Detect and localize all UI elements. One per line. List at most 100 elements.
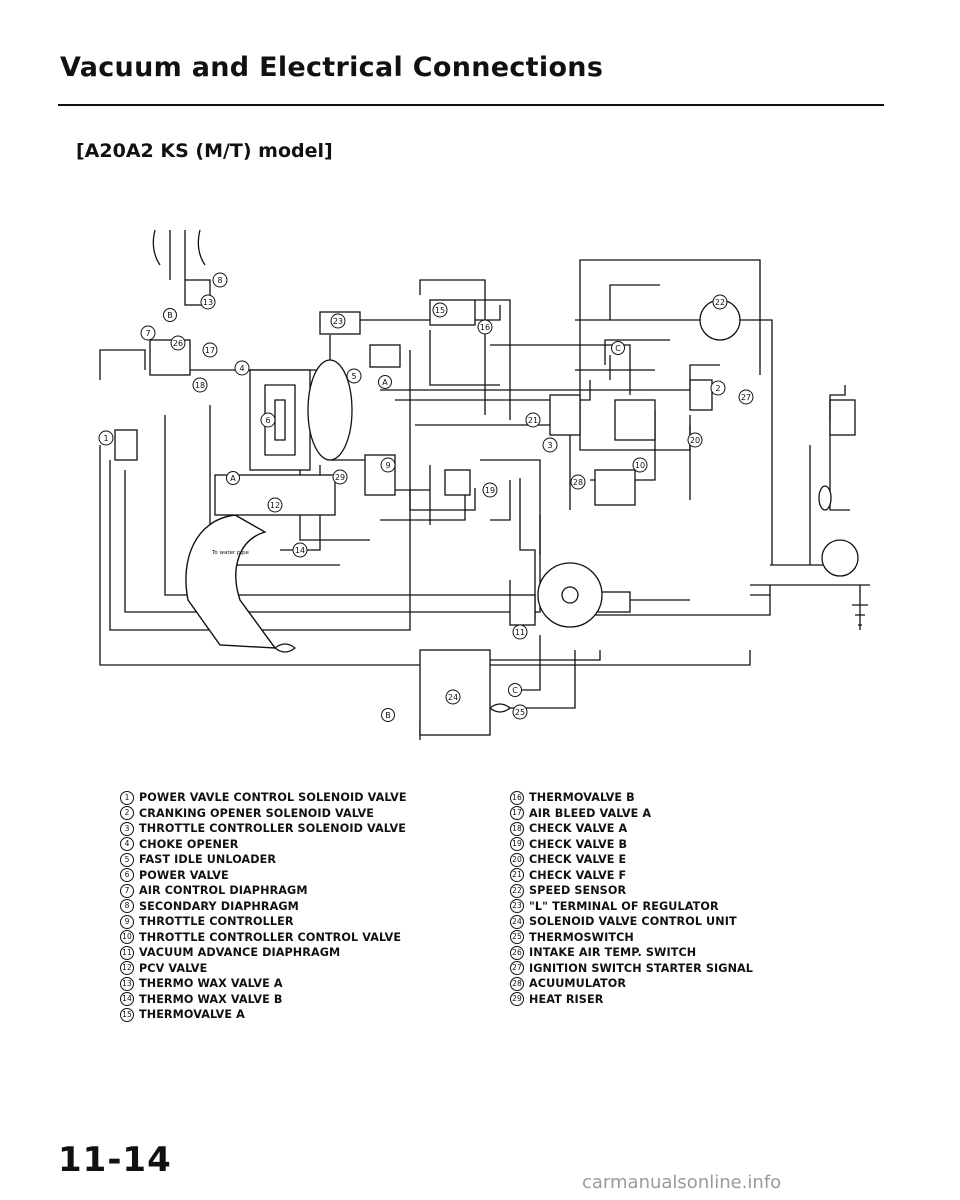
- vacuum-hose: [604, 339, 670, 365]
- legend-number: 26: [510, 945, 524, 960]
- legend-text: THERMOVALVE A: [139, 1008, 245, 1021]
- callout-number: 5: [351, 372, 356, 381]
- legend-number: 24: [510, 914, 524, 929]
- legend-text: AIR BLEED VALVE A: [529, 806, 652, 820]
- air-horn: [307, 359, 353, 461]
- callout-5: 5: [346, 368, 362, 384]
- vacuum-hose: [579, 259, 761, 320]
- callout-circle: [332, 469, 348, 485]
- legend-number: 18: [510, 821, 524, 836]
- callout-number: 9: [385, 461, 390, 470]
- connector-a: A: [378, 375, 392, 389]
- callout-circle: [346, 368, 362, 384]
- power-valve-solenoid-block: [114, 429, 138, 461]
- connector-circle: [226, 471, 240, 485]
- callout-8: 8: [212, 272, 228, 288]
- legend-number: 1: [120, 790, 134, 805]
- vacuum-hose: [609, 284, 660, 320]
- legend-number: 17: [510, 806, 524, 821]
- vacuum-hose: [510, 650, 576, 709]
- callout-circle: [632, 457, 648, 473]
- legend-text: PCV VALVE: [139, 961, 208, 975]
- callout-circle: [738, 389, 754, 405]
- callout-circle: [192, 377, 208, 393]
- legend-number: 3: [120, 821, 134, 836]
- vacuum-hose: [419, 279, 486, 415]
- legend-text: FAST IDLE UNLOADER: [139, 853, 277, 866]
- legend-number: 15: [120, 1007, 134, 1022]
- callout-12: 12: [267, 497, 283, 513]
- connector-b: B: [381, 708, 395, 722]
- legend-number: 12: [120, 961, 134, 976]
- callout-circle: [267, 497, 283, 513]
- legend-item: 7 AIR CONTROL DIAPHRAGM: [120, 883, 407, 899]
- legend-item: 17 AIR BLEED VALVE A: [510, 806, 753, 822]
- callout-18: 18: [192, 377, 208, 393]
- callout-circle: [482, 482, 498, 498]
- callout-circle: [200, 294, 216, 310]
- callout-circle: [140, 325, 156, 341]
- callout-circle: [330, 313, 346, 329]
- legend-text: AIR CONTROL DIAPHRAGM: [139, 884, 308, 897]
- solenoid-valve-block-a: [549, 394, 581, 436]
- legend-number: 7: [120, 883, 134, 898]
- vacuum-hose: [429, 330, 500, 386]
- callout-number: 22: [715, 298, 725, 307]
- vacuum-hose: [380, 364, 720, 391]
- pipe-end: [274, 643, 297, 653]
- callout-circle: [170, 335, 186, 351]
- callout-number: 16: [480, 323, 490, 332]
- legend-number: 22: [510, 883, 524, 898]
- callout-number: 6: [265, 416, 270, 425]
- callout-number: 23: [333, 317, 343, 326]
- callout-7: 7: [140, 325, 156, 341]
- callout-number: 17: [205, 346, 215, 355]
- callout-29: 29: [332, 469, 348, 485]
- legend-text: THERMO WAX VALVE B: [139, 992, 283, 1006]
- legend-number: 29: [510, 992, 524, 1007]
- legend-text: THERMO WAX VALVE A: [139, 977, 283, 990]
- vacuum-hose: [490, 480, 511, 521]
- vacuum-hose: [510, 635, 541, 691]
- legend-item: 10 THROTTLE CONTROLLER CONTROL VALVE: [120, 930, 407, 946]
- legend-text: CHOKE OPENER: [139, 837, 239, 851]
- legend-number: 11: [120, 945, 134, 960]
- legend-text: THERMOSWITCH: [529, 930, 634, 944]
- callout-24: 24: [445, 689, 461, 705]
- vacuum-hose: [575, 319, 773, 565]
- legend-number: 27: [510, 961, 524, 976]
- legend-number: 10: [120, 930, 134, 945]
- cranking-opener-solenoid: [689, 379, 713, 411]
- legend-text: SECONDARY DIAPHRAGM: [139, 899, 299, 913]
- callout-13: 13: [200, 294, 216, 310]
- connector-letter: C: [615, 344, 621, 353]
- vacuum-advance-diaphragm-body: [509, 594, 536, 626]
- legend-item: 25 THERMOSWITCH: [510, 930, 753, 946]
- power-valve-housing: [264, 384, 296, 456]
- legend-text: THROTTLE CONTROLLER CONTROL VALVE: [139, 930, 402, 944]
- callout-circle: [525, 412, 541, 428]
- callout-circle: [710, 380, 726, 396]
- connector-letter: A: [382, 378, 388, 387]
- callout-number: 21: [528, 416, 538, 425]
- callout-3: 3: [542, 437, 558, 453]
- intake-air-temp-switch-body: [829, 399, 856, 436]
- vacuum-hose: [829, 420, 850, 511]
- legend-item: 24 SOLENOID VALVE CONTROL UNIT: [510, 914, 753, 930]
- page-number: 11-14: [58, 1140, 172, 1180]
- callout-number: 26: [173, 339, 183, 348]
- callout-number: 8: [217, 276, 222, 285]
- legend-number: 25: [510, 930, 524, 945]
- legend-text: SPEED SENSOR: [529, 884, 627, 897]
- distributor-rotor: [561, 586, 579, 604]
- callout-number: 24: [448, 693, 458, 702]
- callout-number: 12: [270, 501, 280, 510]
- legend-text: SOLENOID VALVE CONTROL UNIT: [529, 915, 737, 928]
- connector-circle: [378, 375, 392, 389]
- legend-text: THERMOVALVE B: [529, 791, 635, 804]
